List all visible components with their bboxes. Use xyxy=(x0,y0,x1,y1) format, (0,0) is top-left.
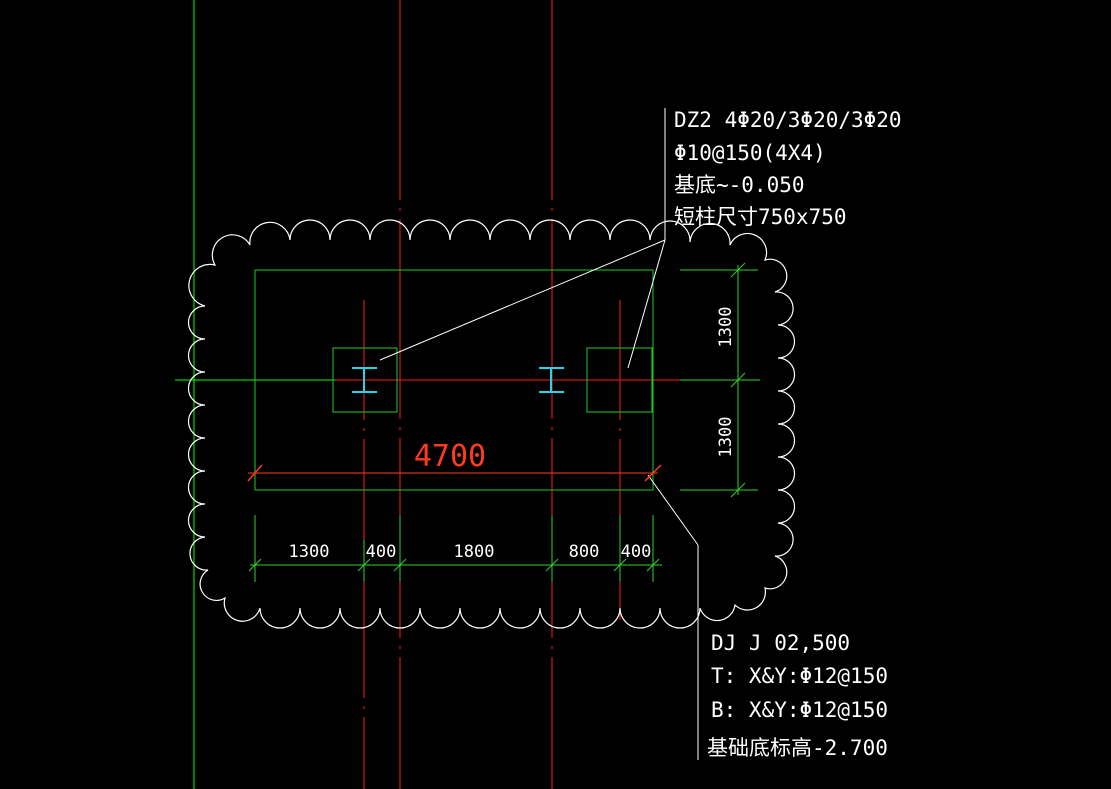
steel-section-icon-right xyxy=(539,367,564,393)
overall-dimension: 4700 xyxy=(247,439,662,482)
right-dimension-upper-label: 1300 xyxy=(716,307,736,348)
column-note-line3: 基底~-0.050 xyxy=(674,173,805,197)
right-dimension xyxy=(680,262,758,498)
bottom-dimension-label-1: 1300 xyxy=(289,542,330,562)
axis-lines xyxy=(175,0,760,789)
footing-leader-diagonal xyxy=(647,474,699,546)
footing-note-line3: B: X&Y:Φ12@150 xyxy=(711,698,888,722)
footing-note-line2: T: X&Y:Φ12@150 xyxy=(711,664,888,688)
short-column-right xyxy=(586,347,653,413)
column-note-line1: DZ2 4Φ20/3Φ20/3Φ20 xyxy=(674,108,902,132)
bottom-dimension-label-5: 400 xyxy=(621,542,652,562)
bottom-dimension-label-4: 800 xyxy=(569,542,600,562)
bottom-dimension xyxy=(248,515,662,582)
footing-annotation: DJ J 02,500 T: X&Y:Φ12@150 B: X&Y:Φ12@15… xyxy=(707,631,888,760)
column-leader-to-right xyxy=(627,239,666,369)
revision-cloud xyxy=(187,219,796,629)
column-annotation: DZ2 4Φ20/3Φ20/3Φ20 Φ10@150(4X4) 基底~-0.05… xyxy=(674,108,902,229)
bottom-dimension-label-3: 1800 xyxy=(454,542,495,562)
column-note-line2: Φ10@150(4X4) xyxy=(674,141,826,165)
steel-section-icon-left xyxy=(352,367,377,393)
bottom-dimension-label-2: 400 xyxy=(366,542,397,562)
right-dimension-lower-label: 1300 xyxy=(716,417,736,458)
column-leader-to-left xyxy=(379,239,666,361)
leader-lines xyxy=(379,108,699,760)
overall-length-label: 4700 xyxy=(414,439,486,474)
footing-note-line4: 基础底标高-2.700 xyxy=(707,736,888,760)
short-column-left xyxy=(332,347,398,413)
footing-note-line1: DJ J 02,500 xyxy=(711,631,850,655)
footing-outline xyxy=(254,269,654,491)
column-note-line4: 短柱尺寸750x750 xyxy=(674,205,847,229)
